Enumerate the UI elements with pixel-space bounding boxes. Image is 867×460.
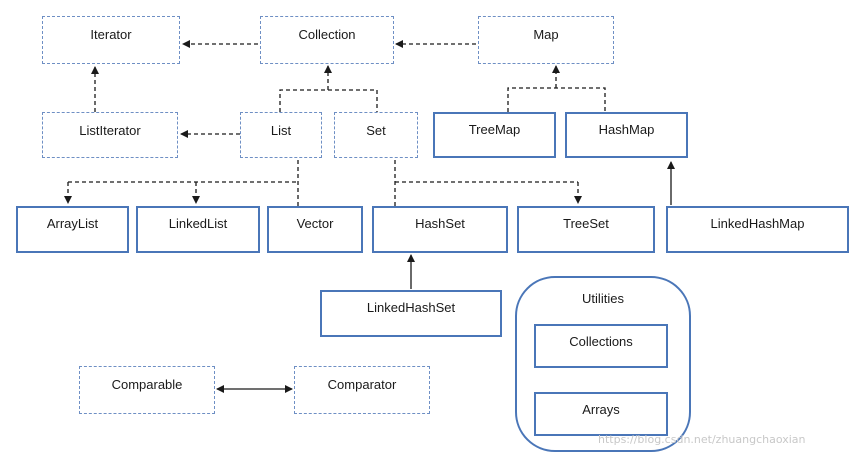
node-list-iterator-label: ListIterator bbox=[79, 123, 141, 138]
node-list: List bbox=[240, 112, 322, 158]
node-array-list: ArrayList bbox=[16, 206, 129, 253]
node-tree-set-label: TreeSet bbox=[563, 216, 609, 231]
node-comparable: Comparable bbox=[79, 366, 215, 414]
node-list-iterator: ListIterator bbox=[42, 112, 178, 158]
node-list-label: List bbox=[270, 123, 292, 138]
node-set-label: Set bbox=[366, 123, 386, 138]
node-set: Set bbox=[334, 112, 418, 158]
node-hash-set-label: HashSet bbox=[415, 216, 465, 231]
node-hash-set: HashSet bbox=[372, 206, 508, 253]
node-iterator-label: Iterator bbox=[90, 27, 132, 42]
node-map: Map bbox=[478, 16, 614, 64]
node-arrays-label: Arrays bbox=[582, 402, 620, 417]
node-iterator: Iterator bbox=[42, 16, 180, 64]
node-linked-hash-set: LinkedHashSet bbox=[320, 290, 502, 337]
node-linked-hash-map: LinkedHashMap bbox=[666, 206, 849, 253]
node-linked-hash-map-label: LinkedHashMap bbox=[710, 216, 805, 231]
node-linked-hash-set-label: LinkedHashSet bbox=[366, 300, 456, 315]
node-comparator-label: Comparator bbox=[327, 377, 397, 392]
node-tree-set: TreeSet bbox=[517, 206, 655, 253]
utilities-group bbox=[515, 276, 691, 452]
node-collections: Collections bbox=[534, 324, 668, 368]
node-linked-list-label: LinkedList bbox=[168, 216, 228, 231]
edge-list-set-collection bbox=[279, 89, 378, 112]
node-tree-map-label: TreeMap bbox=[468, 122, 521, 137]
node-hash-map-label: HashMap bbox=[598, 122, 655, 137]
node-collection: Collection bbox=[260, 16, 394, 64]
node-vector: Vector bbox=[267, 206, 363, 253]
node-comparable-label: Comparable bbox=[111, 377, 183, 392]
node-hash-map: HashMap bbox=[565, 112, 688, 158]
node-vector-label: Vector bbox=[296, 216, 334, 231]
node-collection-label: Collection bbox=[298, 27, 356, 42]
utilities-title: Utilities bbox=[582, 291, 624, 306]
node-map-label: Map bbox=[533, 27, 559, 42]
node-linked-list: LinkedList bbox=[136, 206, 260, 253]
node-tree-map: TreeMap bbox=[433, 112, 556, 158]
node-comparator: Comparator bbox=[294, 366, 430, 414]
node-array-list-label: ArrayList bbox=[46, 216, 99, 231]
node-arrays: Arrays bbox=[534, 392, 668, 436]
node-collections-label: Collections bbox=[569, 334, 633, 349]
watermark-text: https://blog.csdn.net/zhuangchaoxian bbox=[598, 433, 806, 446]
edge-treemap-hashmap-map bbox=[507, 87, 606, 112]
